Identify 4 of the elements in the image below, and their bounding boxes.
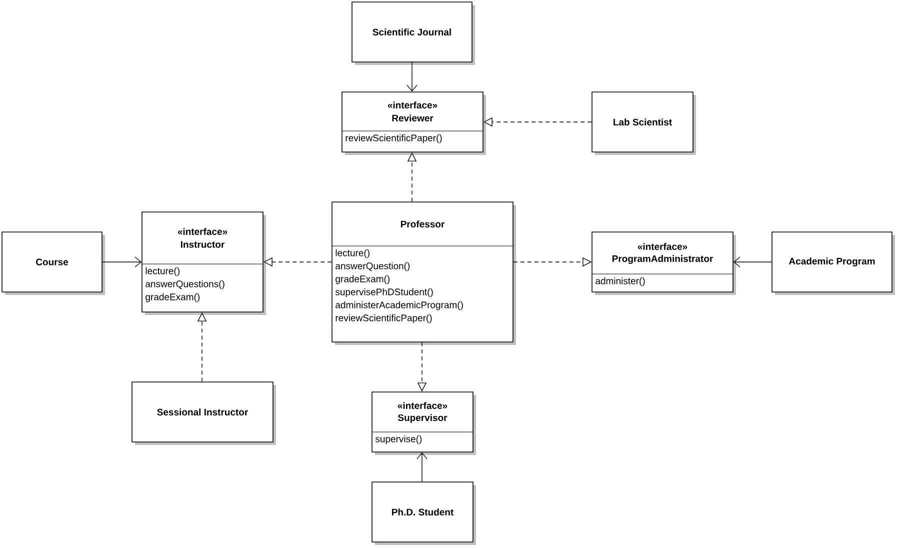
dependency-arrow bbox=[733, 256, 772, 268]
dependency-arrow bbox=[406, 62, 418, 92]
dependency-arrow bbox=[416, 452, 428, 482]
dependency-arrow bbox=[102, 256, 142, 268]
